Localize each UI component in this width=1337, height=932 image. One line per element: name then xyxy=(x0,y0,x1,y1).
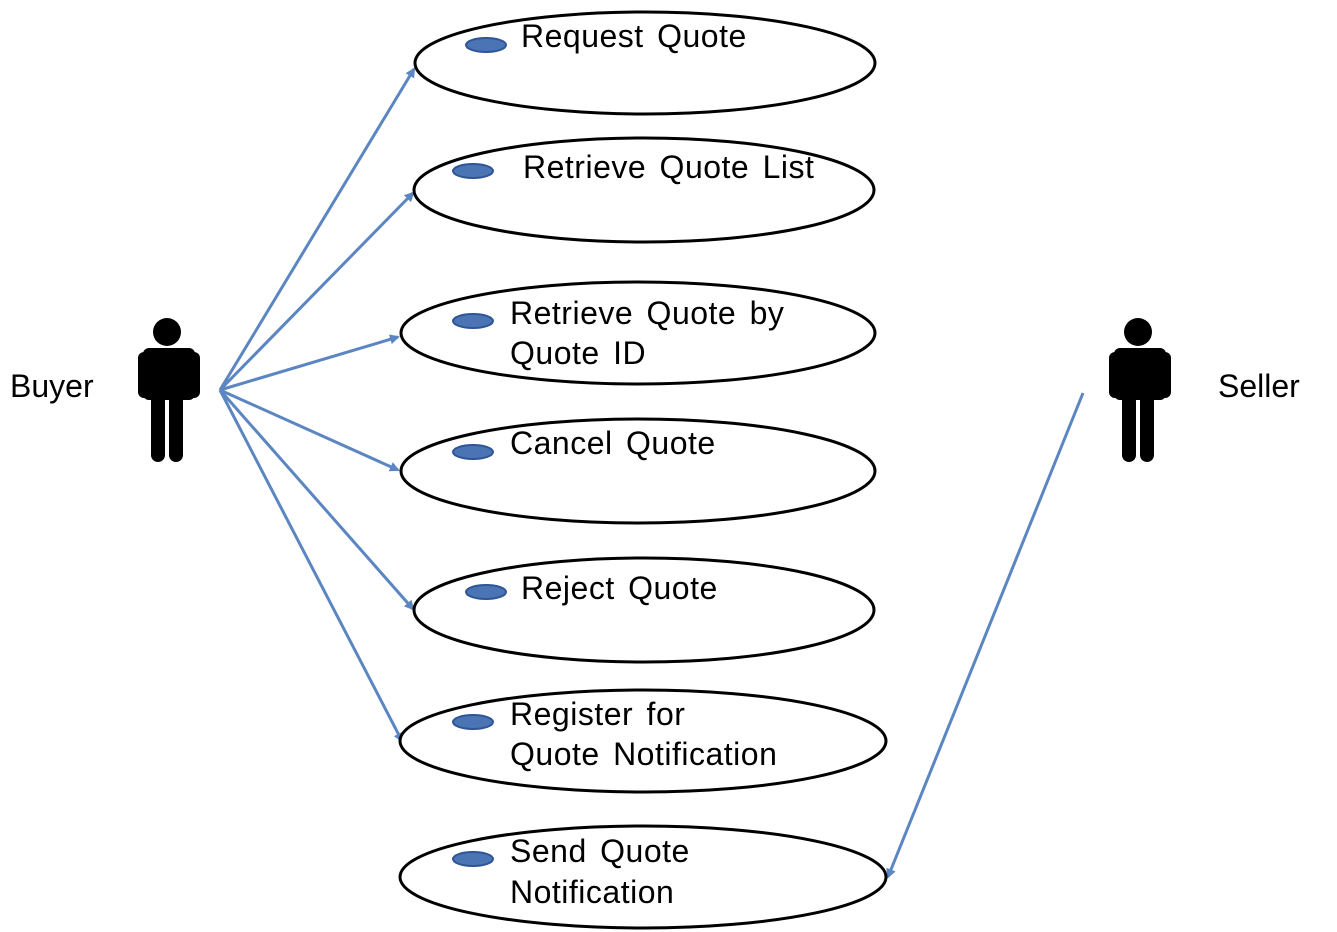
actor-label: Buyer xyxy=(10,368,94,404)
use-case-retrieve-quote-list[interactable]: Retrieve Quote List xyxy=(412,136,876,244)
association-arrow-seller-to-send-notification xyxy=(886,392,1085,879)
use-case-ellipse xyxy=(399,280,877,386)
use-case-label-line-2: Notification xyxy=(510,874,674,910)
use-case-cancel-quote[interactable]: Cancel Quote xyxy=(399,417,877,525)
bullet-icon xyxy=(465,584,507,600)
use-case-label: Reject Quote xyxy=(521,570,718,606)
stick-figure-icon xyxy=(138,318,200,462)
association-arrow-buyer-to-reject-quote xyxy=(218,389,415,611)
association-arrow-buyer-to-retrieve-quote-list xyxy=(218,191,415,392)
use-case-label-line-2: Quote ID xyxy=(510,335,646,371)
actor-label: Seller xyxy=(1218,368,1300,404)
association-arrow-buyer-to-retrieve-quote-by-id xyxy=(219,334,400,392)
use-case-label-line-2: Quote Notification xyxy=(510,736,777,772)
use-case-ellipse xyxy=(399,417,877,525)
associations xyxy=(218,67,1085,879)
use-case-label: Cancel Quote xyxy=(510,425,716,461)
use-case-ellipse xyxy=(413,10,877,116)
association-arrow-buyer-to-register-notification xyxy=(218,389,404,743)
bullet-icon xyxy=(452,851,494,867)
use-case-label-line-1: Retrieve Quote by xyxy=(510,295,784,331)
association-arrow-buyer-to-request-quote xyxy=(218,67,416,391)
use-case-ellipse xyxy=(412,136,876,244)
use-case-retrieve-quote-by-id[interactable]: Retrieve Quote by Quote ID xyxy=(399,280,877,386)
association-arrow-buyer-to-cancel-quote xyxy=(219,388,400,472)
use-case-register-notification[interactable]: Register for Quote Notification xyxy=(398,688,888,794)
use-case-label-line-1: Register for xyxy=(510,696,685,732)
use-case-send-notification[interactable]: Send Quote Notification xyxy=(398,824,888,930)
bullet-icon xyxy=(452,163,494,179)
bullet-icon xyxy=(465,37,507,53)
stick-figure-icon xyxy=(1109,318,1171,462)
use-case-ellipse xyxy=(412,556,876,664)
use-case-ellipse xyxy=(398,688,888,794)
bullet-icon xyxy=(452,714,494,730)
use-case-label: Retrieve Quote List xyxy=(523,149,814,185)
use-case-request-quote[interactable]: Request Quote xyxy=(413,10,877,116)
actor-buyer[interactable]: Buyer xyxy=(10,318,200,462)
actor-seller[interactable]: Seller xyxy=(1109,318,1300,462)
use-case-label: Request Quote xyxy=(521,18,747,54)
bullet-icon xyxy=(452,313,494,329)
use-case-ellipse xyxy=(398,824,888,930)
use-case-label-line-1: Send Quote xyxy=(510,833,690,869)
use-case-reject-quote[interactable]: Reject Quote xyxy=(412,556,876,664)
bullet-icon xyxy=(452,444,494,460)
use-cases: Request Quote Retrieve Quote List Retrie… xyxy=(398,10,888,930)
